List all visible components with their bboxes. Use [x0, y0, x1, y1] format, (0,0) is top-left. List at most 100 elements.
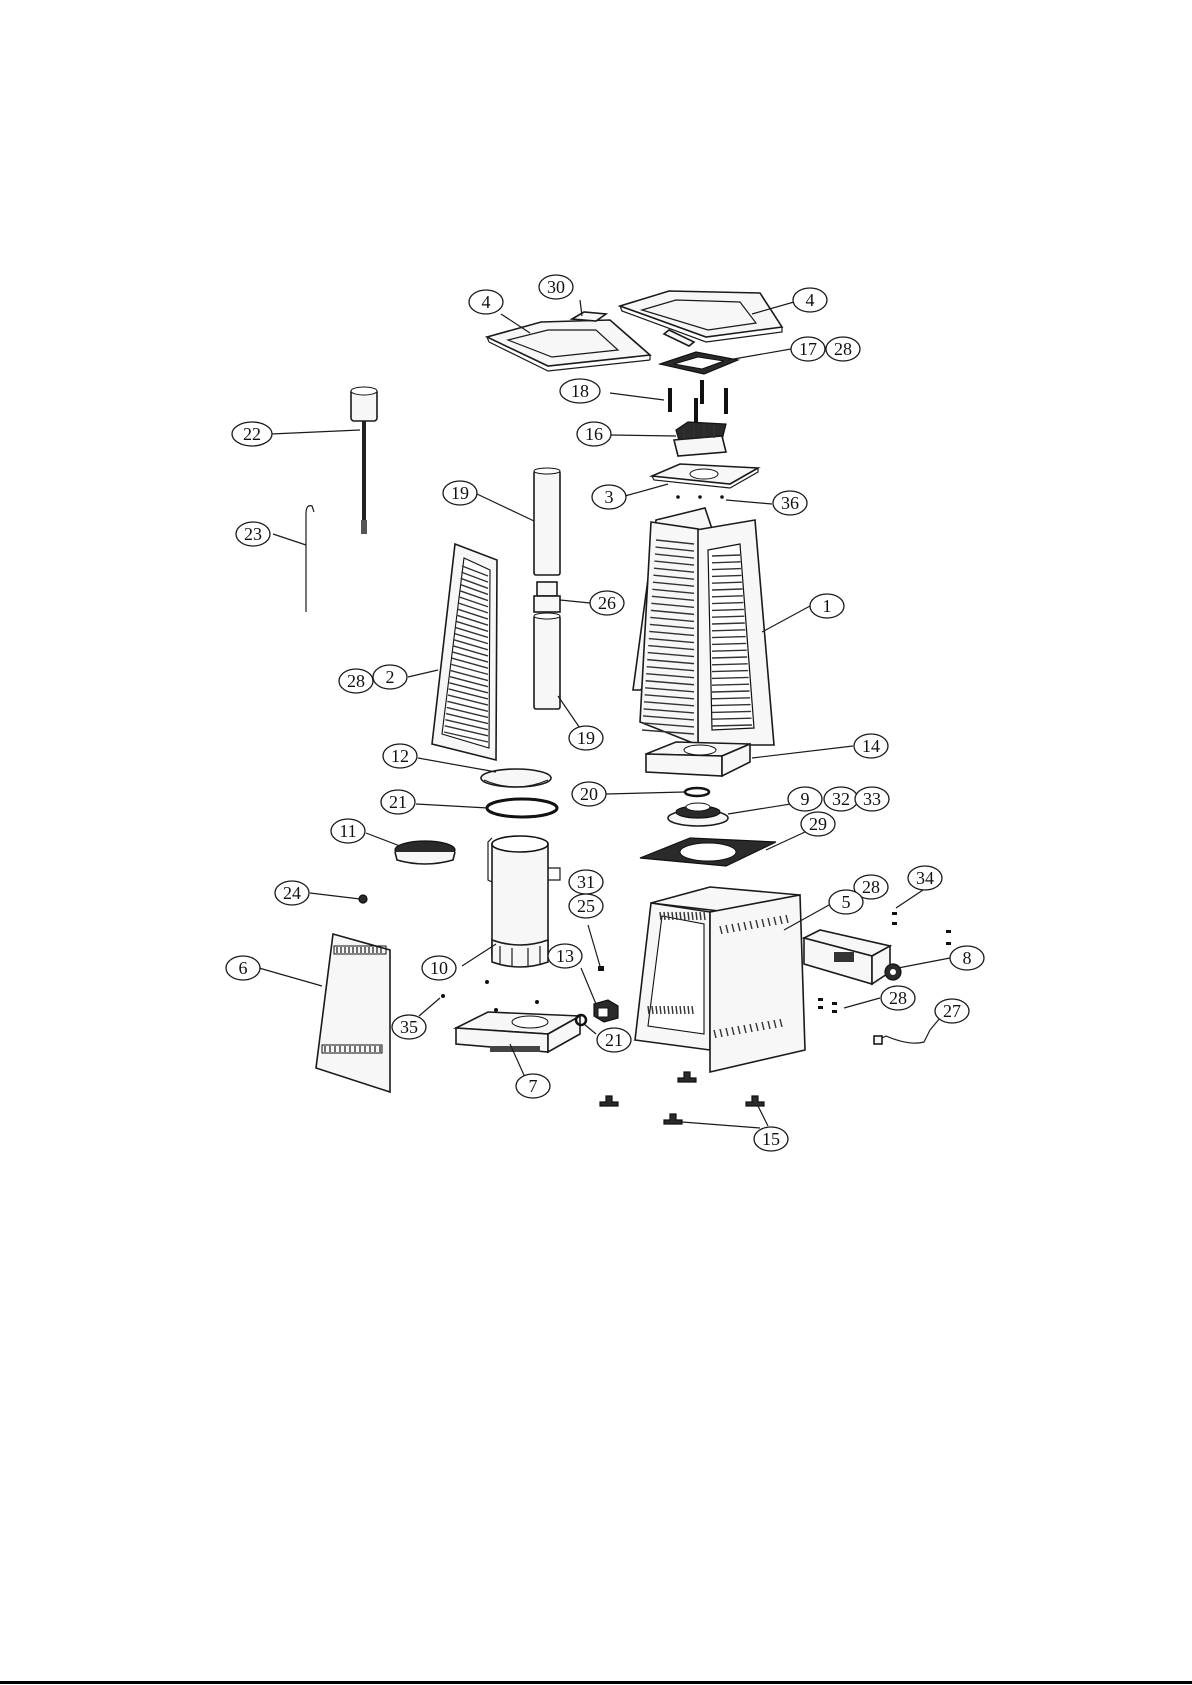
base-box-5: [635, 887, 805, 1072]
feet-15: [600, 1072, 764, 1124]
callout-7: 7: [516, 1074, 550, 1098]
svg-text:9: 9: [801, 789, 810, 809]
poker-22: [351, 387, 377, 534]
roof-panel-right: [620, 291, 782, 342]
svg-text:31: 31: [577, 872, 595, 892]
callout-30: 30: [539, 275, 573, 299]
svg-text:28: 28: [862, 877, 880, 897]
callout-32: 32: [824, 787, 858, 811]
louver-slat: [712, 711, 751, 712]
screw-25: [598, 966, 604, 971]
louver-slat: [712, 725, 752, 726]
svg-text:8: 8: [963, 948, 972, 968]
louver-slat: [712, 698, 750, 699]
louver-slat: [696, 912, 697, 920]
louver-slat: [692, 1006, 693, 1014]
louver-slat: [664, 1006, 665, 1014]
louver-slat: [712, 650, 747, 651]
svg-text:4: 4: [482, 292, 491, 312]
svg-text:25: 25: [577, 896, 595, 916]
wire-27: [874, 1030, 930, 1044]
louver-slat: [648, 1006, 649, 1014]
ring-21-top: [487, 799, 557, 817]
svg-text:7: 7: [529, 1076, 538, 1096]
svg-text:19: 19: [577, 728, 595, 748]
hook-23: [306, 506, 314, 612]
louver-slat: [668, 912, 669, 920]
callout-36: 36: [773, 491, 807, 515]
valve-13: [576, 1000, 618, 1025]
svg-text:3: 3: [605, 487, 614, 507]
pyramid-body-1: [633, 508, 774, 745]
svg-text:16: 16: [585, 424, 603, 444]
svg-text:23: 23: [244, 524, 262, 544]
top-frame-17: [660, 352, 738, 374]
svg-text:17: 17: [799, 339, 817, 359]
ring-20: [685, 788, 709, 796]
callout-34: 34: [908, 866, 942, 890]
screws-34: [892, 912, 951, 945]
louver-slat: [712, 691, 750, 692]
svg-text:19: 19: [451, 483, 469, 503]
louver-slat: [712, 596, 743, 597]
tray-7: [456, 1012, 580, 1052]
callout-14: 14: [854, 734, 888, 758]
cylinder-10: [488, 836, 560, 967]
control-box-8: [804, 930, 901, 984]
callout-25: 25: [569, 894, 603, 918]
louver-slat: [712, 623, 745, 624]
callout-4-right: 4: [793, 288, 827, 312]
callout-22: 22: [232, 422, 272, 446]
svg-text:12: 12: [391, 746, 409, 766]
screws-28: [818, 998, 837, 1013]
callout-5: 5: [829, 890, 863, 914]
svg-text:33: 33: [863, 789, 881, 809]
burner-9: [668, 803, 728, 826]
side-panel-2: [432, 544, 497, 760]
louver-slat: [712, 671, 748, 672]
louver-slat: [712, 609, 744, 610]
louver-slat: [680, 912, 681, 920]
louver-slat: [712, 603, 743, 604]
rods-18: [670, 380, 726, 422]
svg-text:34: 34: [916, 868, 934, 888]
louver-slat: [712, 630, 745, 631]
louver-slat: [692, 912, 693, 920]
louver-slat: [660, 1006, 661, 1014]
callout-31: 31: [569, 870, 603, 894]
louver-slat: [668, 1006, 669, 1014]
svg-text:5: 5: [842, 892, 851, 912]
svg-text:35: 35: [400, 1017, 418, 1037]
svg-text:11: 11: [339, 821, 356, 841]
svg-text:13: 13: [556, 946, 574, 966]
louver-slat: [664, 912, 665, 920]
callout-29: 29: [801, 812, 835, 836]
svg-text:10: 10: [430, 958, 448, 978]
callout-28-left: 28: [339, 669, 373, 693]
callout-2: 2: [373, 665, 407, 689]
svg-text:27: 27: [943, 1001, 961, 1021]
svg-text:21: 21: [389, 792, 407, 812]
louver-slat: [712, 718, 752, 719]
louver-slat: [704, 912, 705, 920]
louver-slat: [712, 643, 746, 644]
louver-slat: [712, 616, 744, 617]
callout-11: 11: [331, 819, 365, 843]
screws-35: [441, 980, 539, 1012]
louver-slat: [672, 1006, 673, 1014]
callout-21-top: 21: [381, 790, 415, 814]
tube-19-upper: [534, 468, 560, 575]
svg-text:26: 26: [598, 593, 616, 613]
louver-slat: [712, 562, 740, 563]
louver-slat: [672, 912, 673, 920]
louver-slat: [712, 684, 749, 685]
svg-text:6: 6: [239, 958, 248, 978]
callout-8: 8: [950, 946, 984, 970]
svg-text:28: 28: [889, 988, 907, 1008]
callout-24: 24: [275, 881, 309, 905]
louver-slat: [676, 1006, 677, 1014]
callout-13: 13: [548, 944, 582, 968]
louver-slat: [712, 705, 751, 706]
callout-4-left: 4: [469, 290, 503, 314]
